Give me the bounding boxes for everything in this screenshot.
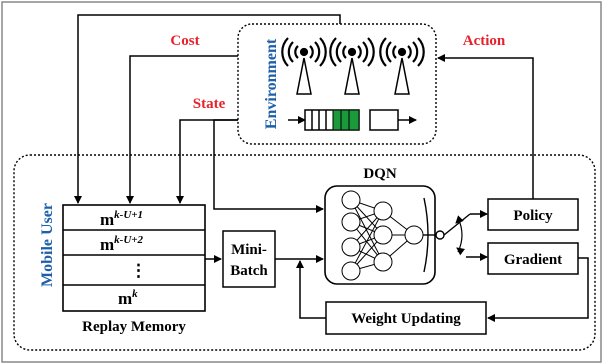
antenna-icon (379, 37, 425, 95)
mini-batch-label-1: Mini- (231, 242, 267, 258)
policy-label: Policy (513, 208, 553, 224)
gradient-label: Gradient (504, 252, 562, 268)
state-label: State (193, 96, 226, 112)
cost-label: Cost (170, 33, 199, 49)
cost-arrow (126, 55, 238, 204)
antenna-icon (281, 37, 327, 95)
mobile-user-label: Mobile User (39, 203, 56, 287)
memory-row-4: mk (118, 288, 138, 308)
neural-network-icon (341, 190, 429, 281)
environment-label: Environment (263, 38, 280, 129)
memory-row-1: mk-U+1 (100, 209, 143, 229)
environment-box (237, 23, 437, 145)
policy-box (487, 198, 579, 231)
antenna-icon (329, 37, 375, 95)
buffer-queue-icon (288, 109, 417, 131)
action-label: Action (463, 33, 506, 49)
state-arrow (176, 119, 238, 204)
action-arrow (437, 54, 534, 199)
replay-memory-label: Replay Memory (82, 319, 186, 335)
cost-outer-arrow (74, 14, 341, 204)
mobile-user-box (13, 154, 596, 351)
mini-batch-label-2: Batch (230, 263, 268, 279)
switch-line (443, 213, 471, 236)
dqn-label: DQN (363, 166, 397, 182)
weight-dqn-arrow (296, 260, 326, 319)
weight-updating-label: Weight Updating (351, 311, 461, 327)
state-dqn-arrow (213, 119, 324, 213)
gradient-weight-arrow (487, 257, 589, 322)
memory-row-2: mk-U+2 (100, 234, 144, 254)
memory-row-3: ⋮ (130, 261, 147, 280)
replay-memory-table (62, 204, 206, 312)
gradient-box (487, 242, 579, 275)
output-node (435, 230, 445, 240)
